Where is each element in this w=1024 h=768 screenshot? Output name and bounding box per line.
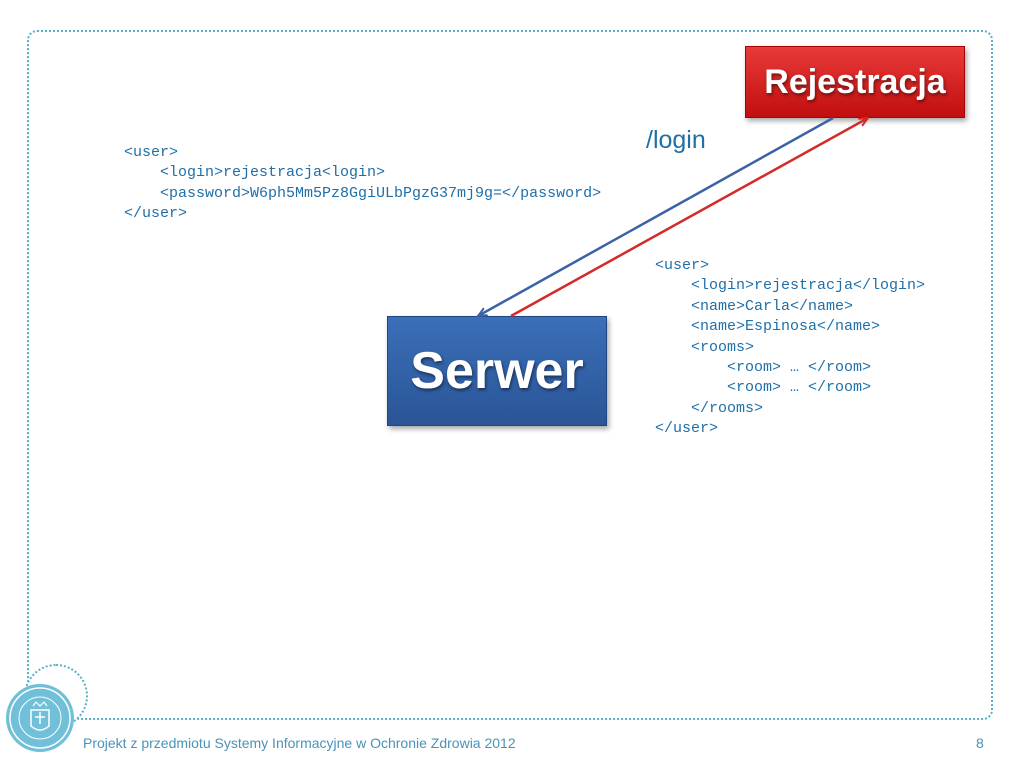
response-line: </rooms> (655, 399, 764, 417)
request-line: <user> (124, 144, 179, 161)
response-line: <user> (655, 257, 710, 274)
footer-text: Projekt z przedmiotu Systemy Informacyjn… (83, 735, 516, 751)
university-seal-icon (6, 684, 74, 752)
client-node-rejestracja: Rejestracja (745, 46, 965, 118)
response-line: <name>Carla</name> (655, 297, 854, 315)
response-line: <name>Espinosa</name> (655, 318, 881, 336)
response-xml-block: <user> <login>rejestracja</login> <name>… (655, 256, 925, 440)
page-number: 8 (976, 735, 984, 751)
request-line: </user> (124, 205, 188, 223)
edge-label-login: /login (646, 126, 706, 154)
request-xml-block: <user> <login>rejestracja<login> <passwo… (124, 143, 601, 225)
response-line: <room> … </room> (655, 379, 872, 397)
response-arrow (510, 118, 868, 318)
request-line: <login>rejestracja<login> (124, 164, 386, 182)
response-line: </user> (655, 420, 719, 438)
request-arrow (478, 116, 834, 316)
response-line: <login>rejestracja</login> (655, 277, 926, 295)
response-line: <rooms> (655, 338, 755, 356)
server-node-serwer: Serwer (387, 316, 607, 426)
slide-frame (27, 30, 993, 720)
request-line: <password>W6ph5Mm5Pz8GgiULbPgzG37mj9g=</… (124, 184, 602, 202)
response-line: <room> … </room> (655, 359, 872, 377)
